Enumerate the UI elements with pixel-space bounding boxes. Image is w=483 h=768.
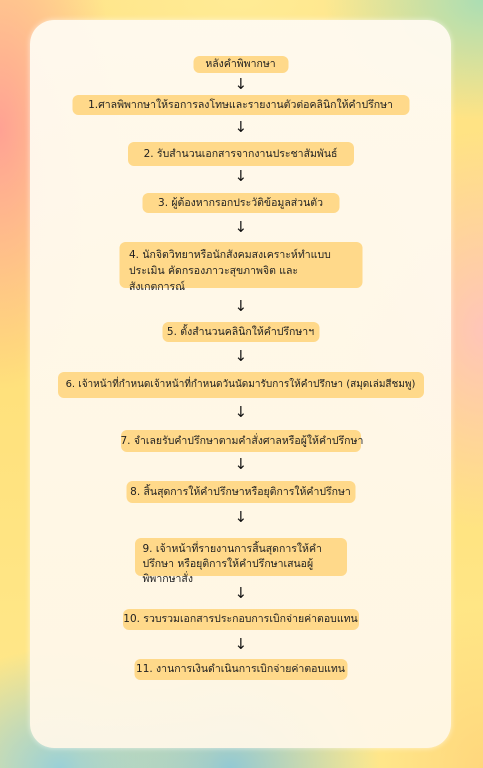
step-6-node: 6. เจ้าหน้าที่กำหนดเจ้าหน้าที่กำหนดวันนั… (57, 372, 424, 398)
step-1-node: 1.ศาลพิพากษาให้รอการลงโทษและรายงานตัวต่อ… (72, 95, 409, 115)
step-10-node: 10. รวบรวมเอกสารประกอบการเบิกจ่ายค่าตอบแ… (122, 609, 359, 630)
step-5-node: 5. ตั้งสำนวนคลินิกให้คำปรึกษาฯ (162, 322, 319, 342)
arrow-icon: ↓ (234, 403, 248, 421)
arrow-icon: ↓ (234, 167, 248, 185)
step-3-node: 3. ผู้ต้องหากรอกประวัติข้อมูลส่วนตัว (142, 193, 339, 213)
start-node: หลังคำพิพากษา (193, 56, 288, 73)
flowchart-card: หลังคำพิพากษา ↓ 1.ศาลพิพากษาให้รอการลงโท… (30, 20, 451, 748)
arrow-icon: ↓ (234, 297, 248, 315)
step-8-node: 8. สิ้นสุดการให้คำปรึกษาหรือยุติการให้คำ… (126, 481, 355, 503)
arrow-icon: ↓ (234, 347, 248, 365)
arrow-icon: ↓ (234, 218, 248, 236)
step-4-node: 4. นักจิตวิทยาหรือนักสังคมสงเคราะห์ทำแบบ… (119, 242, 362, 293)
arrow-icon: ↓ (234, 75, 248, 93)
step-7-node: 7. จำเลยรับคำปรึกษาตามคำสั่งศาลหรือผู้ให… (120, 430, 363, 452)
step-2-node: 2. รับสำนวนเอกสารจากงานประชาสัมพันธ์ (127, 142, 354, 166)
arrow-icon: ↓ (234, 584, 248, 602)
arrow-icon: ↓ (234, 508, 248, 526)
arrow-icon: ↓ (234, 635, 248, 653)
step-11-node: 11. งานการเงินดำเนินการเบิกจ่ายค่าตอบแทน (134, 659, 347, 680)
arrow-icon: ↓ (234, 118, 248, 136)
arrow-icon: ↓ (234, 455, 248, 473)
step-9-node: 9. เจ้าหน้าที่รายงานการสิ้นสุดการให้คำปร… (134, 538, 347, 585)
